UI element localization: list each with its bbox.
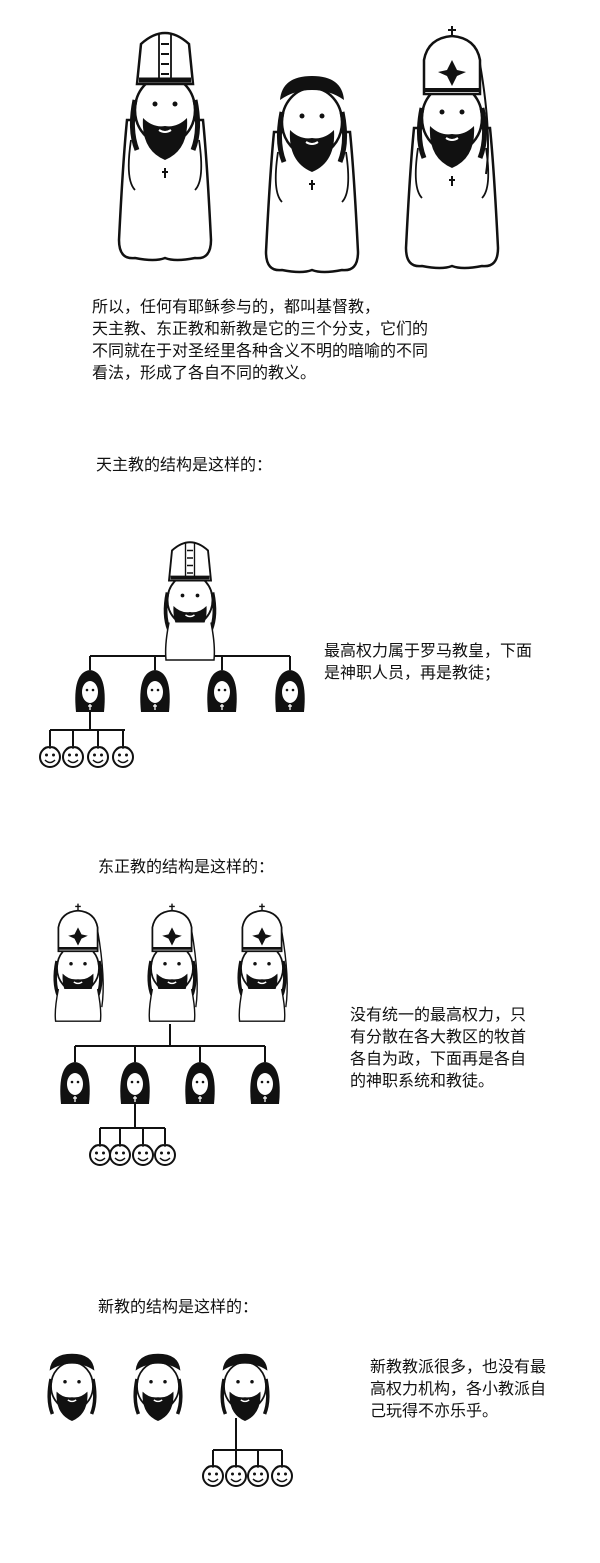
believer-icon	[247, 1465, 269, 1487]
orthodox-heading: 东正教的结构是这样的：	[98, 857, 275, 876]
nun-icon	[119, 1061, 151, 1105]
believer-icon	[112, 746, 134, 768]
priest-icon	[49, 1354, 95, 1421]
patriarch-icon	[239, 904, 287, 1022]
believer-icon	[87, 746, 109, 768]
orthodox-patriarch-icons	[55, 904, 287, 1022]
catholic-believer-icons	[39, 746, 134, 768]
patriarch-icon	[149, 904, 197, 1022]
orthodox-clergy-icons	[59, 1061, 281, 1105]
nun-icon	[74, 669, 106, 713]
nun-icon	[184, 1061, 216, 1105]
believer-icon	[39, 746, 61, 768]
believer-icon	[89, 1144, 111, 1166]
protestant-believer-icons	[202, 1465, 293, 1487]
standing-patriarch-figure	[404, 24, 500, 270]
protestant-heading: 新教的结构是这样的：	[98, 1297, 259, 1316]
believer-icon	[109, 1144, 131, 1166]
nun-icon	[139, 669, 171, 713]
orthodox-diagram	[74, 1024, 266, 1144]
nun-icon	[249, 1061, 281, 1105]
believer-icon	[271, 1465, 293, 1487]
protestant-diagram	[212, 1418, 283, 1466]
nun-icon	[59, 1061, 91, 1105]
orthodox-description: 没有统一的最高权力，只 有分散在各大教区的牧首 各自为政，下面再是各自 的神职系…	[350, 1005, 527, 1090]
priest-icon	[135, 1354, 181, 1421]
believer-icon	[154, 1144, 176, 1166]
protestant-priest-icons	[49, 1354, 268, 1421]
believer-icon	[225, 1465, 247, 1487]
catholic-pope-icon	[166, 542, 215, 660]
believer-icon	[132, 1144, 154, 1166]
catholic-heading: 天主教的结构是这样的：	[96, 455, 273, 474]
believer-icon	[62, 746, 84, 768]
standing-pope-figure	[117, 33, 213, 262]
orthodox-believer-icons	[89, 1144, 176, 1166]
priest-icon	[222, 1354, 268, 1421]
protestant-description: 新教教派很多，也没有最 高权力机构，各小教派自 己玩得不亦乐乎。	[370, 1357, 547, 1420]
intro-paragraph: 所以，任何有耶稣参与的，都叫基督教， 天主教、东正教和新教是它的三个分支，它们的…	[92, 297, 429, 382]
believer-icon	[202, 1465, 224, 1487]
standing-priest-figure	[264, 76, 360, 274]
catholic-clergy-icons	[74, 669, 306, 713]
catholic-description: 最高权力属于罗马教皇，下面 是神职人员，再是教徒；	[324, 641, 533, 682]
nun-icon	[274, 669, 306, 713]
nun-icon	[206, 669, 238, 713]
patriarch-icon	[55, 904, 103, 1022]
